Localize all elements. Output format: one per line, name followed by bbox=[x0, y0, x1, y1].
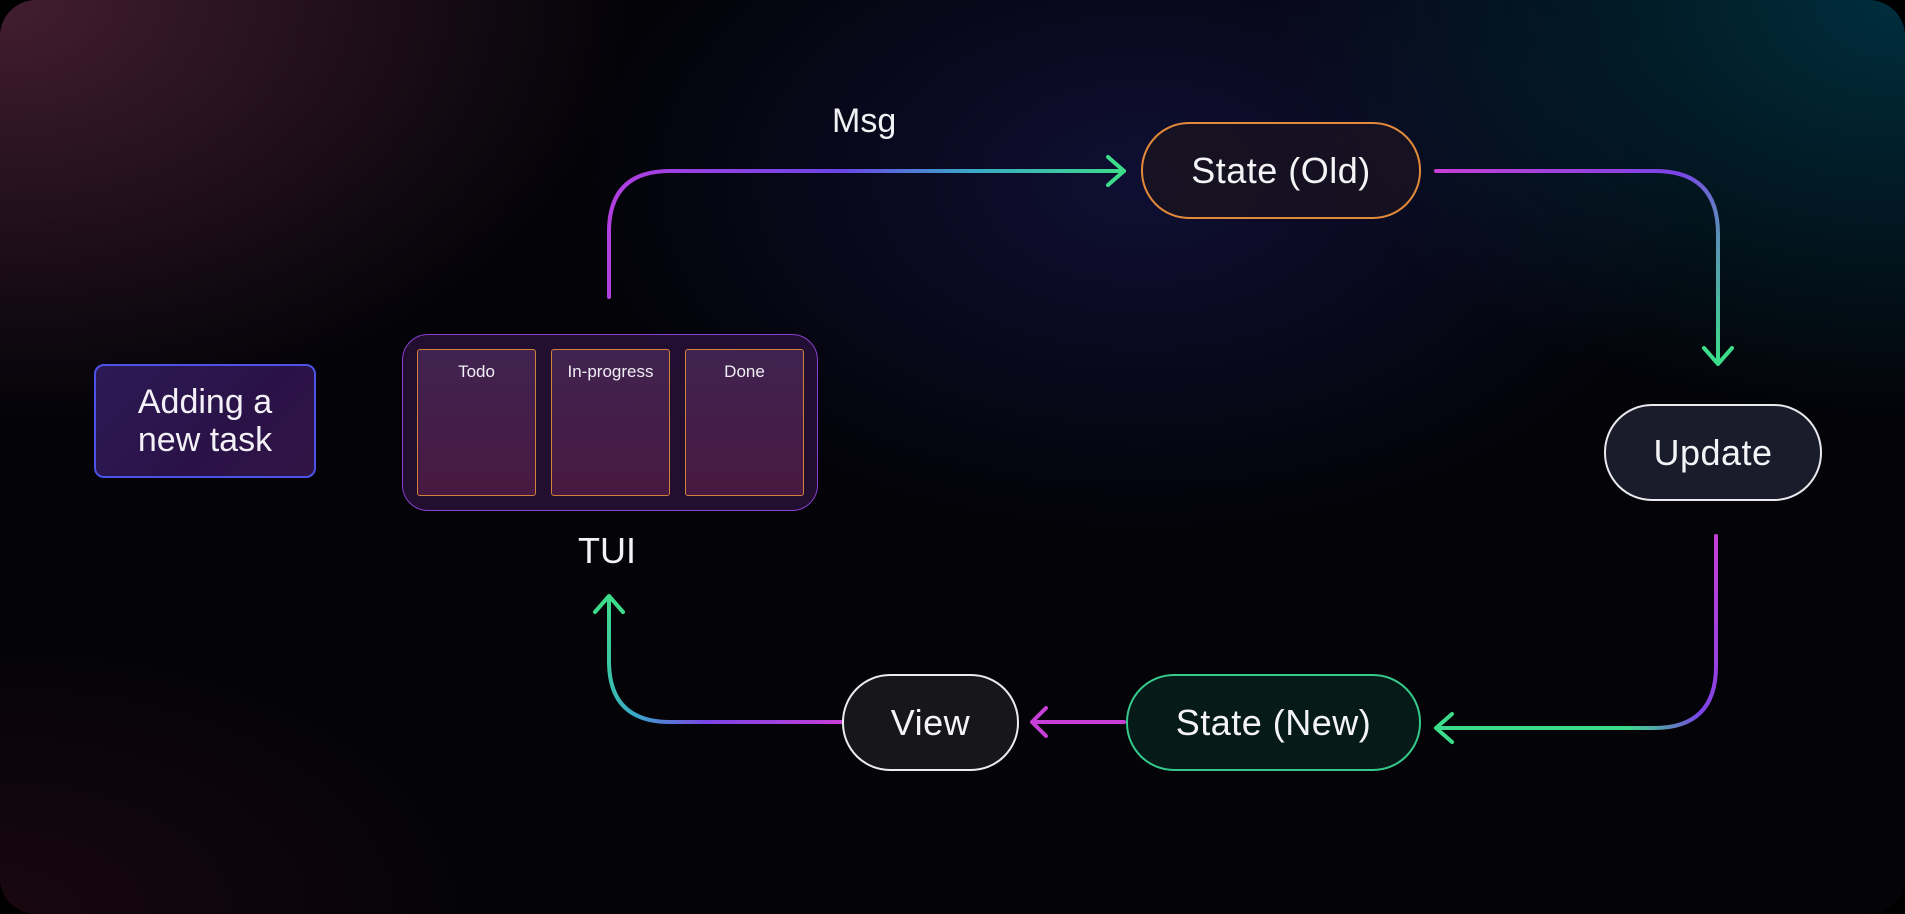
update-node: Update bbox=[1604, 404, 1822, 501]
arrowhead-state-old bbox=[1106, 155, 1126, 187]
update-label: Update bbox=[1653, 431, 1773, 473]
arrow-state-old-to-update bbox=[1434, 169, 1720, 364]
state-new-node: State (New) bbox=[1126, 674, 1421, 771]
tui-column-title: Done bbox=[724, 362, 765, 381]
arrowhead-tui bbox=[593, 594, 625, 614]
tui-column-todo: Todo bbox=[417, 349, 536, 496]
arrow-tui-to-state-old bbox=[607, 169, 1126, 299]
state-old-node: State (Old) bbox=[1141, 122, 1421, 219]
view-node: View bbox=[842, 674, 1019, 771]
state-new-label: State (New) bbox=[1175, 701, 1372, 743]
arrow-view-to-tui bbox=[607, 596, 844, 724]
arrowhead-update bbox=[1702, 346, 1734, 366]
tui-column-title: Todo bbox=[458, 362, 495, 381]
view-label: View bbox=[890, 701, 971, 743]
tui-column-title: In-progress bbox=[567, 362, 654, 381]
task-node-label: Adding a new task bbox=[137, 383, 273, 459]
arrowhead-state-new bbox=[1434, 712, 1454, 744]
state-old-label: State (Old) bbox=[1191, 149, 1371, 191]
tui-column-in-progress: In-progress bbox=[551, 349, 670, 496]
arrow-update-to-state-new bbox=[1436, 534, 1718, 730]
task-node: Adding a new task bbox=[94, 364, 316, 478]
edge-label-msg: Msg bbox=[832, 102, 897, 140]
tui-caption: TUI bbox=[578, 530, 636, 571]
tui-column-done: Done bbox=[685, 349, 804, 496]
arrowhead-view bbox=[1030, 706, 1048, 738]
tui-node: Todo In-progress Done bbox=[402, 334, 818, 511]
